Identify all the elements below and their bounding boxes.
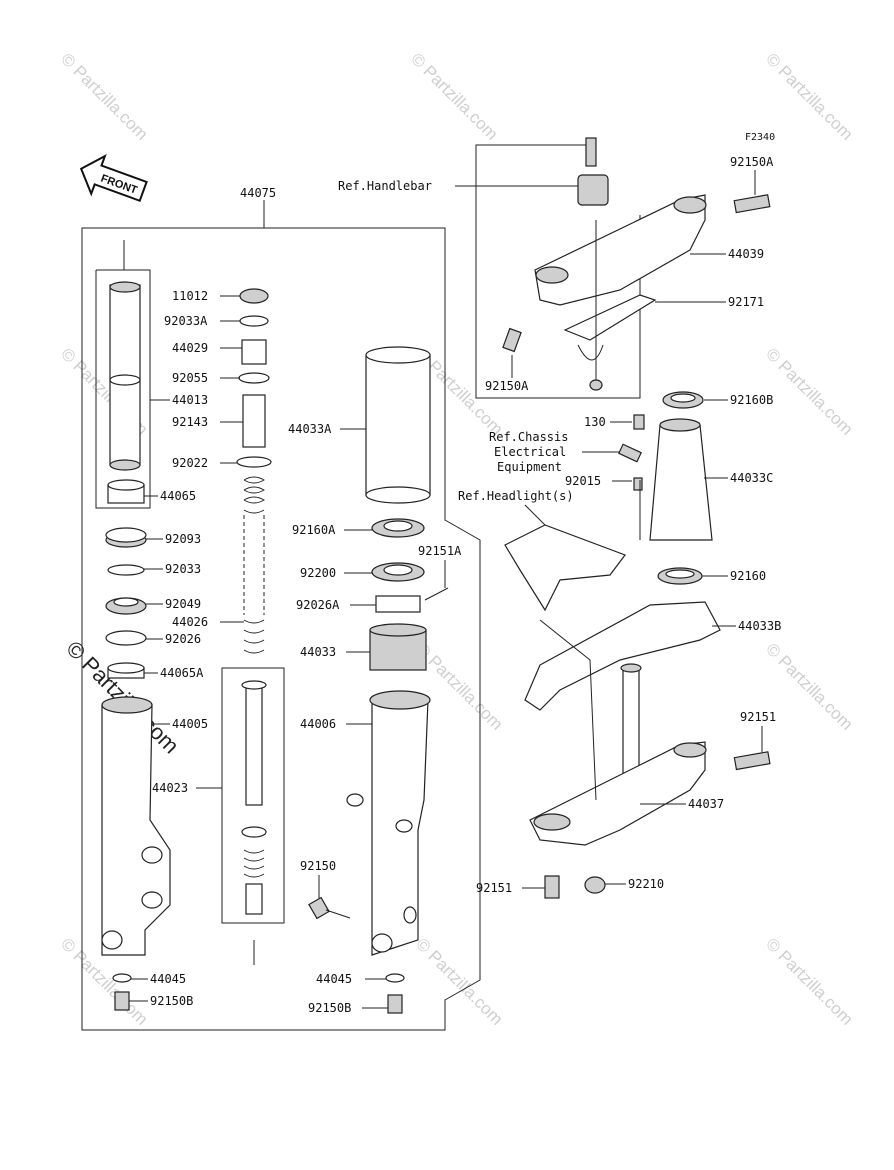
label-92033: 92033 bbox=[165, 562, 201, 576]
label-44013: 44013 bbox=[172, 393, 208, 407]
headlight-bracket bbox=[504, 524, 626, 612]
ref-headlight: Ref.Headlight(s) bbox=[458, 489, 574, 503]
label-130: 130 bbox=[584, 415, 606, 429]
ring-92160 bbox=[657, 567, 703, 585]
tube-44033A bbox=[365, 346, 431, 504]
label-44075: 44075 bbox=[240, 186, 276, 200]
right-small-parts bbox=[369, 518, 427, 671]
label-44033A: 44033A bbox=[288, 422, 332, 436]
label-92026: 92026 bbox=[165, 632, 201, 646]
watermark-8: © Partzilla.com bbox=[762, 639, 856, 733]
handlebar-bracket-box bbox=[475, 144, 641, 399]
ref-handlebar: Ref.Handlebar bbox=[338, 179, 432, 193]
label-92026A: 92026A bbox=[296, 598, 340, 612]
label-44045-right: 44045 bbox=[316, 972, 352, 986]
label-92150: 92150 bbox=[300, 859, 336, 873]
label-92160: 92160 bbox=[730, 569, 766, 583]
upper-bracket-44039 bbox=[534, 137, 771, 306]
cover-44033C bbox=[649, 391, 713, 541]
label-92049: 92049 bbox=[165, 597, 201, 611]
label-44037: 44037 bbox=[688, 797, 724, 811]
label-92015: 92015 bbox=[565, 474, 601, 488]
label-44023: 44023 bbox=[152, 781, 188, 795]
label-92150B-left: 92150B bbox=[150, 994, 193, 1008]
label-92150B-right: 92150B bbox=[308, 1001, 351, 1015]
label-92143: 92143 bbox=[172, 415, 208, 429]
watermark-6: © Partzilla.com bbox=[762, 344, 856, 438]
label-92200: 92200 bbox=[300, 566, 336, 580]
ref-chassis-2: Electrical bbox=[494, 445, 566, 459]
bushing-44065 bbox=[107, 479, 145, 504]
label-44005: 44005 bbox=[172, 717, 208, 731]
label-92160B: 92160B bbox=[730, 393, 773, 407]
fork-assembly-box: 44075 bbox=[81, 186, 481, 1031]
ref-chassis-1: Ref.Chassis bbox=[489, 430, 568, 444]
label-44026: 44026 bbox=[172, 615, 208, 629]
left-small-parts bbox=[105, 527, 147, 679]
bolt-92150A-bottom bbox=[502, 327, 522, 353]
watermark-10: © Partzilla.com bbox=[412, 934, 506, 1028]
watermark-3: © Partzilla.com bbox=[762, 49, 856, 143]
bolt-92150B-left bbox=[114, 991, 130, 1011]
label-92171: 92171 bbox=[728, 295, 764, 309]
outer-tube-44005 bbox=[101, 696, 171, 956]
label-92210: 92210 bbox=[628, 877, 664, 891]
front-arrow: FRONT bbox=[79, 154, 148, 203]
stem-44037 bbox=[529, 663, 771, 899]
chassis-bracket bbox=[618, 443, 643, 491]
label-44033B: 44033B bbox=[738, 619, 781, 633]
cover-44033B bbox=[524, 601, 721, 711]
bolt-92150 bbox=[308, 896, 351, 920]
label-44006: 44006 bbox=[300, 717, 336, 731]
outer-tube-44006 bbox=[346, 690, 431, 956]
fork-tube-44013 bbox=[109, 281, 141, 471]
label-44029: 44029 bbox=[172, 341, 208, 355]
watermark-2: © Partzilla.com bbox=[407, 49, 501, 143]
label-92033A: 92033A bbox=[164, 314, 208, 328]
watermark-1: © Partzilla.com bbox=[57, 49, 151, 143]
label-44065: 44065 bbox=[160, 489, 196, 503]
label-92151-right: 92151 bbox=[740, 710, 776, 724]
middle-small-parts bbox=[236, 288, 272, 654]
figure-code: F2340 bbox=[745, 132, 775, 143]
label-44039: 44039 bbox=[728, 247, 764, 261]
bracket-92171 bbox=[563, 294, 657, 361]
bolt-92151A bbox=[424, 587, 449, 601]
washer-44045-left bbox=[112, 973, 132, 983]
damper-rod-44023 bbox=[241, 680, 267, 915]
ref-chassis-3: Equipment bbox=[497, 460, 562, 474]
label-44065A: 44065A bbox=[160, 666, 204, 680]
left-labels: 11012 92033A 44029 92055 44013 92143 920… bbox=[129, 289, 244, 1008]
label-92151-bottom: 92151 bbox=[476, 881, 512, 895]
label-92055: 92055 bbox=[172, 371, 208, 385]
label-92150A-bottom: 92150A bbox=[485, 379, 529, 393]
label-44033: 44033 bbox=[300, 645, 336, 659]
label-92151A: 92151A bbox=[418, 544, 462, 558]
label-44033C: 44033C bbox=[730, 471, 773, 485]
label-11012: 11012 bbox=[172, 289, 208, 303]
label-92022: 92022 bbox=[172, 456, 208, 470]
connection-lines bbox=[253, 220, 641, 965]
label-92150A-top: 92150A bbox=[730, 155, 774, 169]
washer-44045-right bbox=[385, 973, 405, 983]
label-92160A: 92160A bbox=[292, 523, 336, 537]
middle-labels: 44033A 92160A 92151A 92200 92026A 44033 … bbox=[288, 422, 462, 1015]
watermark-11: © Partzilla.com bbox=[762, 934, 856, 1028]
label-44045-left: 44045 bbox=[150, 972, 186, 986]
label-92093: 92093 bbox=[165, 532, 201, 546]
right-labels: Ref.Handlebar 92150A 44039 92171 92150A … bbox=[338, 155, 781, 895]
bolt-92150B-right bbox=[387, 994, 403, 1014]
